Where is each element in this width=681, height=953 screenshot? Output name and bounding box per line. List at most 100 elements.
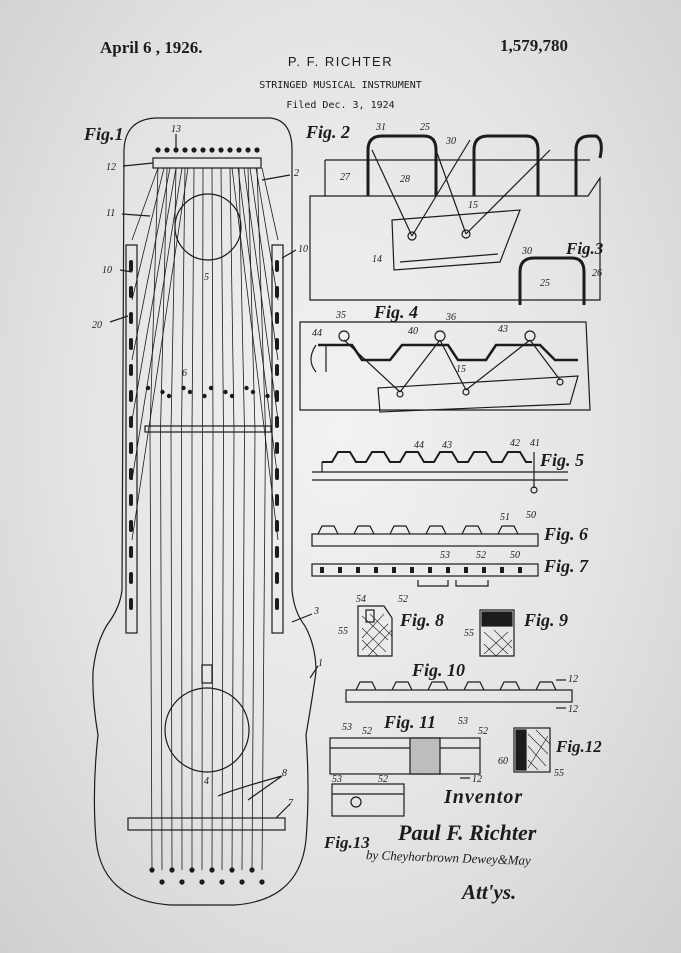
fan-string xyxy=(131,167,189,541)
string xyxy=(191,167,195,870)
rail-slot xyxy=(275,468,279,480)
inventor-label: Inventor xyxy=(444,786,524,808)
figure-6 xyxy=(311,525,539,547)
ref-31: 31 xyxy=(375,122,386,133)
figure-5 xyxy=(312,451,568,494)
tuning-pins xyxy=(145,147,270,885)
fan-string xyxy=(131,167,171,361)
fan-string xyxy=(255,167,279,301)
fig2-body xyxy=(309,176,601,301)
fig7-slot xyxy=(428,567,432,573)
leader-2 xyxy=(261,174,291,181)
ref-12c: 12 xyxy=(568,704,578,715)
rail-slot xyxy=(129,546,133,558)
fig13-label: Fig.13 xyxy=(323,833,370,852)
fig1-label: Fig.1 xyxy=(83,124,124,144)
figure-1-instrument xyxy=(92,117,319,906)
leader-11 xyxy=(121,213,151,217)
ref-25b: 25 xyxy=(540,278,550,289)
string xyxy=(256,167,266,871)
ref-8: 8 xyxy=(282,768,287,779)
hitch-pin xyxy=(166,393,172,399)
tuning-pin xyxy=(173,147,179,153)
rail-slot xyxy=(129,390,133,402)
ref-51: 51 xyxy=(500,512,510,523)
rail-slot xyxy=(129,338,133,350)
fig2-loop-2 xyxy=(472,134,540,196)
rail-slot xyxy=(129,468,133,480)
bottom-pin xyxy=(259,879,265,885)
leader-3 xyxy=(291,613,313,623)
ref-3: 3 xyxy=(313,606,319,617)
ref-12d: 12 xyxy=(472,774,482,785)
ref-2: 2 xyxy=(294,168,299,179)
bottom-pin xyxy=(179,879,185,885)
ref-20: 20 xyxy=(92,320,102,331)
ref-15: 15 xyxy=(468,200,478,211)
fig6-teeth xyxy=(317,525,519,535)
hitch-pin xyxy=(229,393,235,399)
rail-slot xyxy=(129,416,133,428)
leader-1 xyxy=(309,665,319,679)
hitch-pin xyxy=(187,389,193,395)
ref-12b: 12 xyxy=(568,674,578,685)
patent-title: STRINGED MUSICAL INSTRUMENT xyxy=(259,80,422,91)
bottom-pin xyxy=(229,867,235,873)
ref-55c: 55 xyxy=(554,768,564,779)
fig10-teeth xyxy=(355,681,557,691)
rail-slot xyxy=(275,260,279,272)
figure-12 xyxy=(513,727,551,773)
ref-52d: 52 xyxy=(478,726,488,737)
left-rail xyxy=(125,244,138,634)
ref-26: 26 xyxy=(592,268,602,279)
fig7-slot xyxy=(374,567,378,573)
figure-13 xyxy=(331,783,405,817)
ref-12: 12 xyxy=(106,162,116,173)
small-plate xyxy=(201,664,213,684)
tuning-pin xyxy=(218,147,224,153)
bottom-pin xyxy=(149,867,155,873)
filed-date: Filed Dec. 3, 1924 xyxy=(286,100,395,111)
tuning-pin xyxy=(191,147,197,153)
ref-41: 41 xyxy=(530,438,540,449)
rail-slot xyxy=(275,494,279,506)
ref-10b: 10 xyxy=(298,244,308,255)
rail-slot xyxy=(129,312,133,324)
fig4-bridge xyxy=(377,375,579,413)
hitch-pin xyxy=(145,385,151,391)
ref-35: 35 xyxy=(335,310,346,321)
fan-string xyxy=(243,167,279,421)
fig11-label: Fig. 11 xyxy=(383,712,436,732)
hitch-pin xyxy=(202,393,207,399)
fig5-wave xyxy=(322,451,532,463)
string xyxy=(211,167,214,871)
ref-36: 36 xyxy=(445,312,456,323)
string xyxy=(170,167,177,871)
hitch-pin xyxy=(265,393,270,399)
figure-labels: Fig.1 Fig. 2 Fig.3 Fig. 4 Fig. 5 Fig. 6 … xyxy=(83,122,604,852)
leader-7 xyxy=(275,803,291,819)
string xyxy=(220,167,224,871)
inventor-heading: P. F. RICHTER xyxy=(287,54,394,69)
instrument-outline xyxy=(92,117,317,906)
fig5-label: Fig. 5 xyxy=(539,450,584,470)
fig6-label: Fig. 6 xyxy=(543,524,588,544)
rail-slot xyxy=(275,286,279,298)
right-rail xyxy=(271,244,284,634)
inventor-signature: Paul F. Richter xyxy=(398,820,537,845)
ref-50b: 50 xyxy=(510,550,520,561)
ref-40: 40 xyxy=(408,326,418,337)
string xyxy=(201,167,204,871)
fig7-slot xyxy=(320,567,324,573)
ref-52c: 52 xyxy=(362,726,372,737)
ref-44b: 44 xyxy=(414,440,424,451)
figure-4 xyxy=(299,321,591,413)
middle-bar xyxy=(144,425,272,433)
ref-55b: 55 xyxy=(464,628,474,639)
rail-slot xyxy=(275,364,279,376)
bottom-pin xyxy=(169,867,175,873)
sound-hole-lower xyxy=(164,687,250,773)
ref-53b: 53 xyxy=(342,722,352,733)
figure-7 xyxy=(311,563,539,587)
